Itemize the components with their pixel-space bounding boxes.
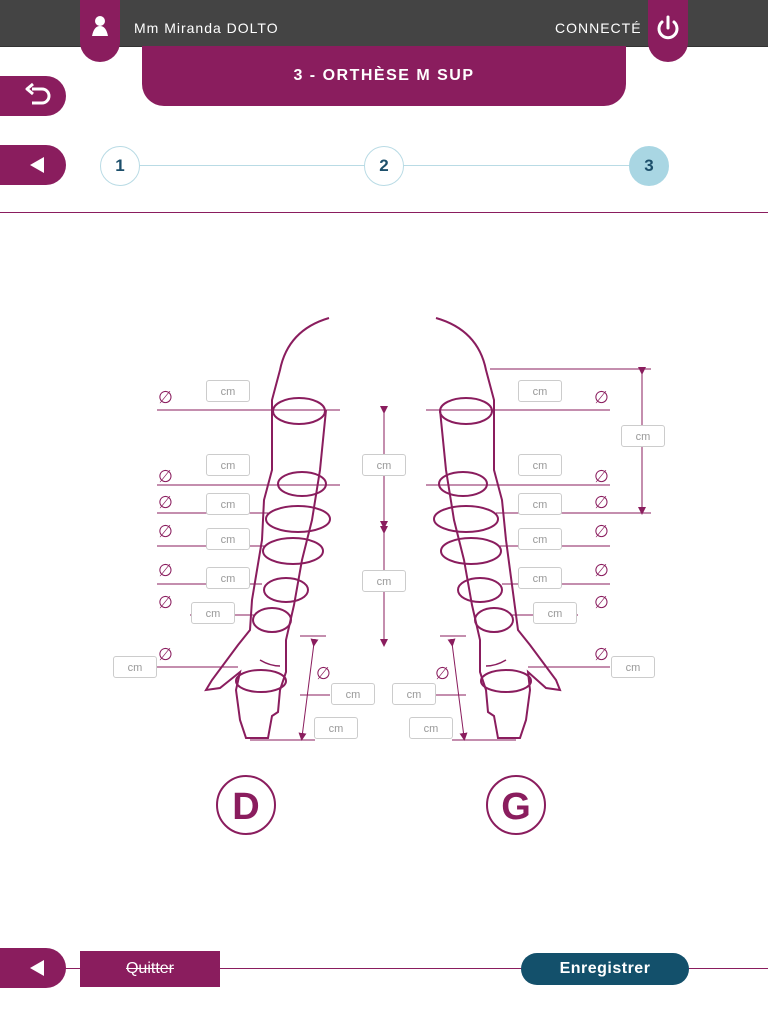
- diameter-icon: ∅: [594, 467, 609, 487]
- user-name: Mm Miranda DOLTO: [134, 20, 279, 36]
- cm-input[interactable]: cm: [518, 493, 562, 515]
- diameter-icon: ∅: [594, 493, 609, 513]
- stepper-line: [403, 165, 630, 166]
- cm-input[interactable]: cm: [392, 683, 436, 705]
- diameter-icon: ∅: [158, 388, 173, 408]
- cm-input[interactable]: cm: [518, 454, 562, 476]
- footer-divider: [0, 968, 768, 969]
- undo-icon: [25, 82, 51, 105]
- back-arrow-icon: [30, 960, 44, 976]
- cm-input[interactable]: cm: [113, 656, 157, 678]
- diameter-icon: ∅: [158, 493, 173, 513]
- diameter-icon: ∅: [158, 522, 173, 542]
- cm-input[interactable]: cm: [621, 425, 665, 447]
- diameter-icon: ∅: [158, 645, 173, 665]
- diameter-icon: ∅: [158, 593, 173, 613]
- cm-input[interactable]: cm: [533, 602, 577, 624]
- diameter-icon: ∅: [594, 561, 609, 581]
- user-icon: [92, 16, 108, 36]
- right-side-label: D: [216, 775, 276, 835]
- cm-input[interactable]: cm: [206, 380, 250, 402]
- cm-input[interactable]: cm: [191, 602, 235, 624]
- step-3[interactable]: 3: [629, 146, 669, 186]
- diameter-icon: ∅: [316, 664, 331, 684]
- cm-input[interactable]: cm: [206, 493, 250, 515]
- connection-status: CONNECTÉ: [555, 20, 642, 36]
- left-side-label: G: [486, 775, 546, 835]
- logout-button[interactable]: [648, 0, 688, 62]
- step-1[interactable]: 1: [100, 146, 140, 186]
- cm-input[interactable]: cm: [362, 570, 406, 592]
- right-arm-outline: [204, 317, 330, 739]
- cm-input[interactable]: cm: [362, 454, 406, 476]
- quit-button[interactable]: Quitter: [80, 951, 220, 987]
- cm-input[interactable]: cm: [611, 656, 655, 678]
- left-arm-outline: [435, 317, 562, 739]
- back-arrow-icon: [30, 157, 44, 173]
- back-button[interactable]: [0, 145, 66, 185]
- diameter-icon: ∅: [594, 522, 609, 542]
- cm-input[interactable]: cm: [206, 454, 250, 476]
- page-title: 3 - ORTHÈSE M SUP: [142, 46, 626, 106]
- cm-input[interactable]: cm: [331, 683, 375, 705]
- cm-input[interactable]: cm: [518, 528, 562, 550]
- divider: [0, 212, 768, 213]
- cm-input[interactable]: cm: [518, 567, 562, 589]
- diameter-icon: ∅: [435, 664, 450, 684]
- footer-back-button[interactable]: [0, 948, 66, 988]
- stepper-line: [139, 165, 365, 166]
- diameter-icon: ∅: [158, 561, 173, 581]
- user-tab[interactable]: [80, 0, 120, 62]
- diameter-icon: ∅: [594, 593, 609, 613]
- diameter-icon: ∅: [594, 645, 609, 665]
- diameter-icon: ∅: [594, 388, 609, 408]
- step-2[interactable]: 2: [364, 146, 404, 186]
- cm-input[interactable]: cm: [518, 380, 562, 402]
- save-button[interactable]: Enregistrer: [521, 953, 689, 985]
- cm-input[interactable]: cm: [314, 717, 358, 739]
- power-icon: [657, 15, 679, 40]
- cm-input[interactable]: cm: [206, 567, 250, 589]
- diameter-icon: ∅: [158, 467, 173, 487]
- cm-input[interactable]: cm: [206, 528, 250, 550]
- undo-button[interactable]: [0, 76, 66, 116]
- cm-input[interactable]: cm: [409, 717, 453, 739]
